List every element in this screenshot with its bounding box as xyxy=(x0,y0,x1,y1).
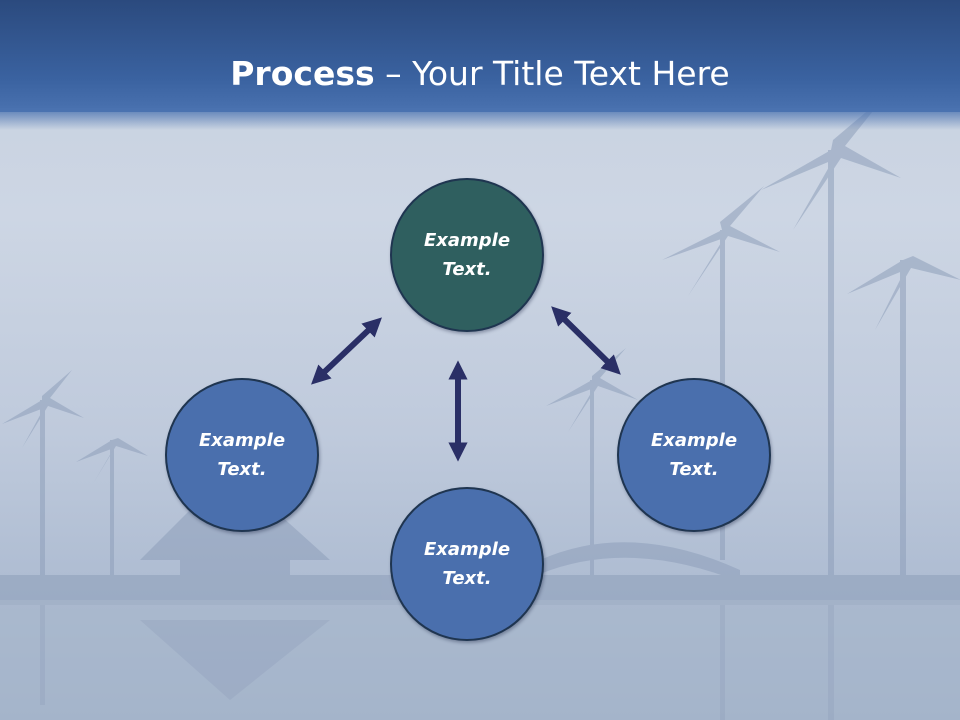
double-arrow-left xyxy=(311,317,382,385)
title-bar xyxy=(0,0,960,112)
title-bold-part: Process xyxy=(230,54,375,93)
node-bottom-line2: Text. xyxy=(442,568,492,589)
title-rest: – Your Title Text Here xyxy=(374,54,730,93)
double-arrow-right xyxy=(551,306,621,375)
node-right-line2: Text. xyxy=(669,459,719,480)
node-top-line1: Example xyxy=(423,230,511,251)
circle-node-left[interactable]: Example Text. xyxy=(165,378,319,532)
circle-node-right[interactable]: Example Text. xyxy=(617,378,771,532)
circle-node-bottom[interactable]: Example Text. xyxy=(390,487,544,641)
slide-title[interactable]: Process – Your Title Text Here xyxy=(0,52,960,96)
node-left-line2: Text. xyxy=(217,459,267,480)
circle-node-top[interactable]: Example Text. xyxy=(390,178,544,332)
node-right-line1: Example xyxy=(650,430,738,451)
title-bar-fade xyxy=(0,108,960,130)
node-top-line2: Text. xyxy=(442,259,492,280)
node-left-line1: Example xyxy=(198,430,286,451)
node-bottom-line1: Example xyxy=(423,539,511,560)
